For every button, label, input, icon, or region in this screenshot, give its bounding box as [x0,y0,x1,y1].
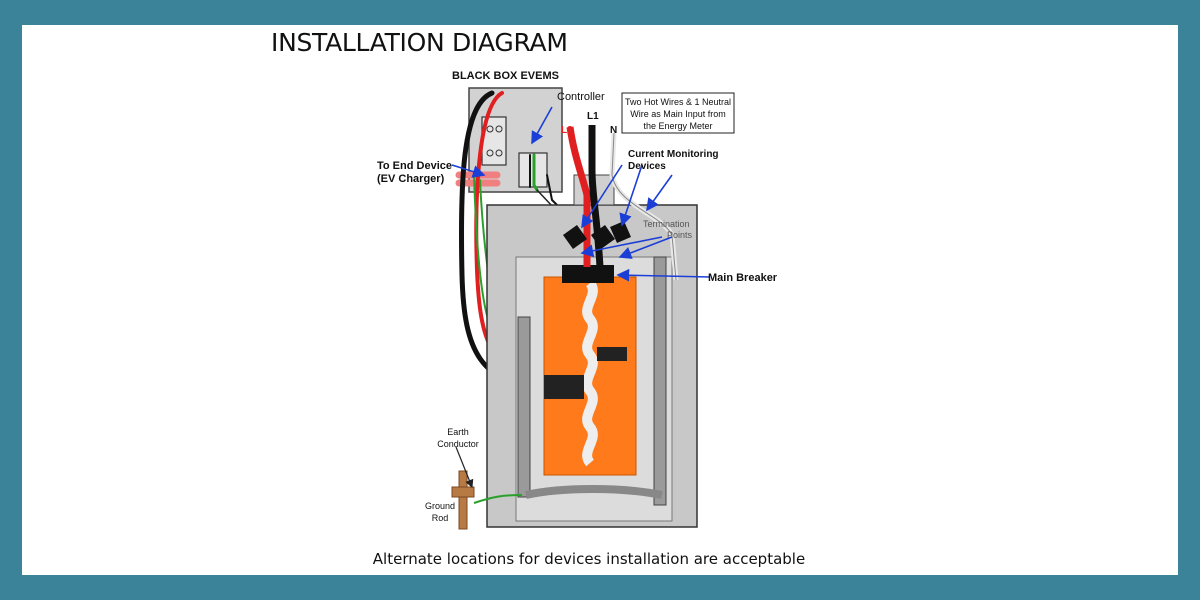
termination-line-2: Points [667,230,693,240]
end-device-line-2: (EV Charger) [377,173,445,185]
diagram-card: INSTALLATION DIAGRAM [22,25,1178,575]
earth-conductor-line-1: Earth [447,427,469,437]
l1-label: L1 [587,111,599,122]
ground-rod-line-1: Ground [425,501,455,511]
n-label: N [610,125,617,136]
earth-leader-arrow [455,446,474,489]
earth-conductor-line-2: Conductor [437,439,479,449]
main-breaker [562,265,614,283]
main-input-callout-box [621,92,735,134]
current-monitoring-line-1: Current Monitoring [628,149,719,160]
branch-breaker-2 [597,347,627,361]
diagram-caption: Alternate locations for devices installa… [372,550,806,568]
current-transformers [563,221,631,249]
main-breaker-label: Main Breaker [708,272,778,284]
branch-breaker [544,375,584,399]
black-box-label: BLACK BOX EVEMS [452,70,559,82]
annotation-arrows [451,106,711,282]
terminal-block [481,116,507,166]
termination-line-1: Termination [643,219,690,229]
main-input-line-1: Two Hot Wires & 1 Neutral [625,97,731,107]
l2-label: L2 [561,125,573,136]
current-monitoring-line-2: Devices [628,161,666,172]
installation-diagram: BLACK BOX EVEMS Controller Two Hot Wires… [377,70,778,530]
ground-rod-line-2: Rod [432,513,449,523]
controller-label: Controller [557,91,605,103]
main-input-line-2: Wire as Main Input from [630,109,726,119]
page-title: INSTALLATION DIAGRAM [271,28,568,57]
ground-rod [451,470,475,530]
end-device-line-1: To End Device [377,160,452,172]
main-input-line-3: the Energy Meter [643,121,712,131]
